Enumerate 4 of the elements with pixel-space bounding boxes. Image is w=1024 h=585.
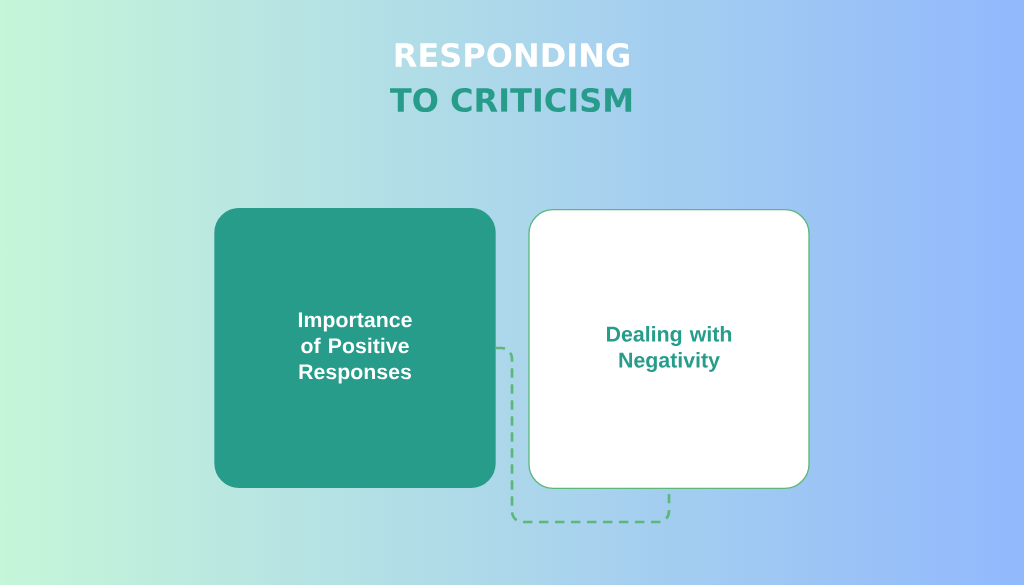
topic-box: Dealing with Negativity <box>528 209 810 489</box>
heading-text: TO CRITICISM <box>390 87 632 113</box>
topic-box: Importance of Positive Responses <box>214 208 496 488</box>
heading-text: RESPONDING <box>395 42 629 68</box>
